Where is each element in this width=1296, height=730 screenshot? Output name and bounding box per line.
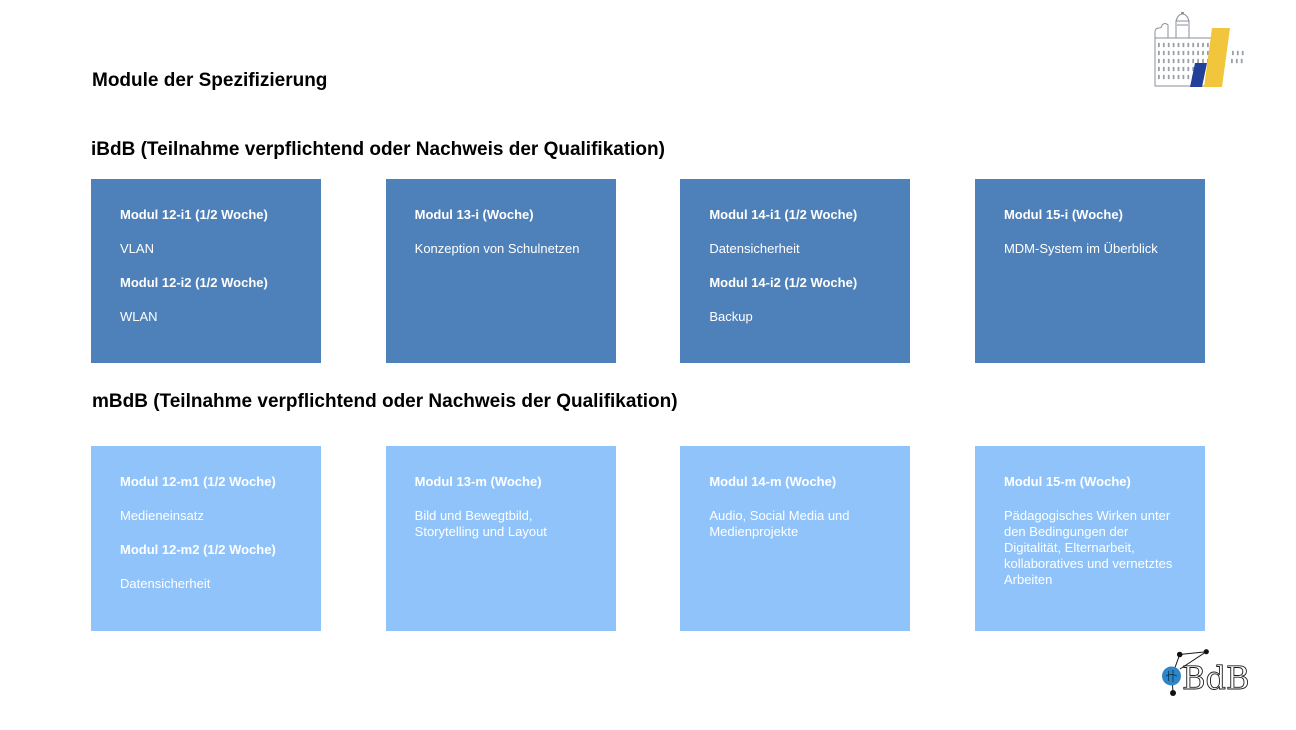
module-topic: Audio, Social Media und Medienprojekte [709,508,850,539]
module-title: Modul 12-m2 (1/2 Woche) [120,542,276,557]
ibdb-logo: BdB [1160,647,1252,699]
module-topic: Pädagogisches Wirken unter den Bedingung… [1003,508,1173,587]
module-topic: Backup [709,309,753,324]
module-title: Modul 12-m1 (1/2 Woche) [120,474,276,489]
module-title: Modul 14-m (Woche) [709,474,837,489]
module-box-12-m: Modul 12-m1 (1/2 Woche) Medieneinsatz Mo… [91,446,321,631]
logo-blue-bar [1190,63,1207,87]
module-topic: VLAN [120,241,154,256]
module-row-ibdb: Modul 12-i1 (1/2 Woche) VLAN Modul 12-i2… [91,179,1205,363]
academy-building-logo [1148,11,1246,92]
ibdb-logo-icon: BdB [1162,649,1250,697]
module-box-15-m: Modul 15-m (Woche) Pädagogisches Wirken … [974,446,1205,631]
module-box-14-i: Modul 14-i1 (1/2 Woche) Datensicherheit … [680,179,911,363]
module-topic: Datensicherheit [709,241,800,256]
section-heading-ibdb: iBdB (Teilnahme verpflichtend oder Nachw… [91,139,665,160]
module-topic: Datensicherheit [120,576,211,591]
module-title: Modul 14-i1 (1/2 Woche) [709,207,858,222]
module-title: Modul 15-i (Woche) [1003,207,1123,222]
section-heading-mbdb: mBdB (Teilnahme verpflichtend oder Nachw… [92,391,678,412]
module-box-14-m: Modul 14-m (Woche) Audio, Social Media u… [680,446,911,631]
module-title: Modul 12-i2 (1/2 Woche) [120,275,268,290]
module-box-15-i: Modul 15-i (Woche) MDM-System im Überbli… [974,179,1205,363]
logo-yellow-bar [1204,28,1230,87]
module-box-12-i: Modul 12-i1 (1/2 Woche) VLAN Modul 12-i2… [91,179,321,363]
module-topic: Medieneinsatz [120,508,204,523]
module-box-13-m: Modul 13-m (Woche) Bild und Bewegtbild, … [385,446,616,631]
module-title: Modul 14-i2 (1/2 Woche) [709,275,858,290]
module-title: Modul 13-i (Woche) [414,207,534,222]
academy-building-logo-icon [1154,11,1244,87]
module-topic: Bild und Bewegtbild, Storytelling und La… [414,508,547,539]
module-title: Modul 13-m (Woche) [414,474,542,489]
module-topic: MDM-System im Überblick [1003,241,1158,256]
module-box-13-i: Modul 13-i (Woche) Konzeption von Schuln… [385,179,616,363]
module-topic: WLAN [120,309,158,324]
module-row-mbdb: Modul 12-m1 (1/2 Woche) Medieneinsatz Mo… [91,446,1205,631]
page-title: Module der Spezifizierung [92,70,328,91]
ibdb-logo-letters: BdB [1182,659,1250,697]
module-topic: Konzeption von Schulnetzen [414,241,580,256]
module-title: Modul 15-m (Woche) [1003,474,1131,489]
ibdb-blue-node [1162,666,1181,686]
module-title: Modul 12-i1 (1/2 Woche) [120,207,268,222]
